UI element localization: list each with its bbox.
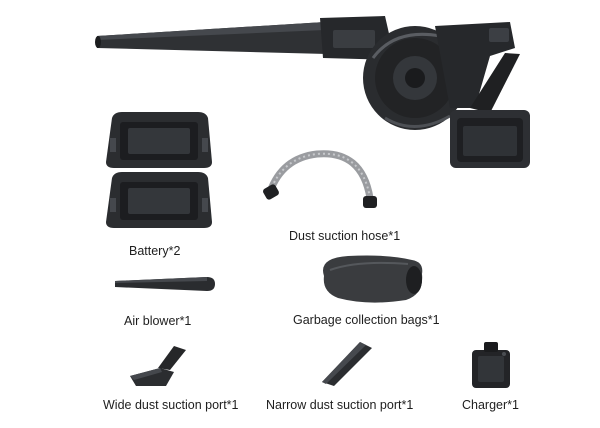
battery-label: Battery*2 xyxy=(129,244,181,258)
wide-suction-port-label: Wide dust suction port*1 xyxy=(103,398,239,412)
dust-suction-hose-label: Dust suction hose*1 xyxy=(289,229,401,243)
garbage-bags-label: Garbage collection bags*1 xyxy=(293,313,440,327)
battery-icon xyxy=(106,112,212,168)
blower-tool-image xyxy=(95,16,530,168)
air-blower-nozzle-icon xyxy=(115,277,215,291)
dust-suction-hose-icon xyxy=(263,150,377,208)
battery-icon xyxy=(106,172,212,228)
narrow-suction-port-icon xyxy=(322,342,372,386)
charger-icon xyxy=(472,342,510,388)
narrow-suction-port-label: Narrow dust suction port*1 xyxy=(266,398,414,412)
garbage-bag-icon xyxy=(323,255,423,303)
charger-label: Charger*1 xyxy=(462,398,519,412)
air-blower-label: Air blower*1 xyxy=(124,314,192,328)
wide-suction-port-icon xyxy=(130,346,186,386)
